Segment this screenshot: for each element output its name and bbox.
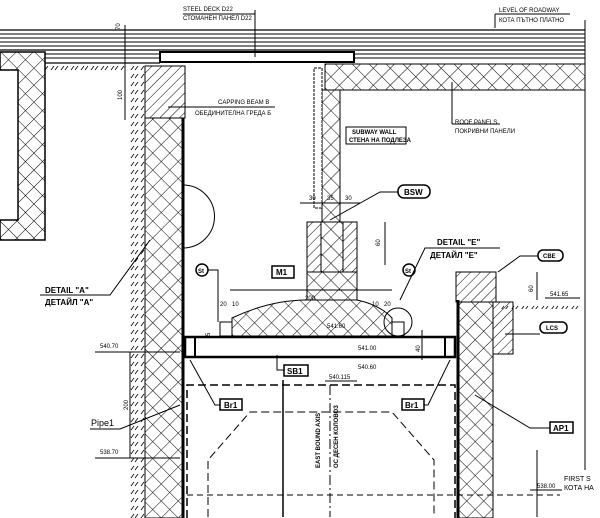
elev-541-00: 541.00 xyxy=(358,346,377,352)
left-structure xyxy=(0,51,46,241)
m1-tag-label: M1 xyxy=(276,268,288,277)
dim-10-right: 10 xyxy=(372,302,379,308)
roof-label-en: ROOF PANELS xyxy=(455,120,497,126)
subway-wall-tag xyxy=(345,126,407,145)
train-gauge xyxy=(207,411,435,517)
dim-20-left: 20 xyxy=(220,302,227,308)
subway-label-bg: СТЕНА НА ПОДЛЕЗА xyxy=(349,138,412,144)
roadway-label-en: LEVEL OF ROADWAY xyxy=(499,8,559,14)
elev-541-60: 541.60 xyxy=(327,324,346,330)
sb1-tag-label: SB1 xyxy=(287,367,303,376)
detail-a-label-en: DETAIL "A" xyxy=(45,286,89,295)
elev-540-70: 540.70 xyxy=(100,344,119,350)
detail-e-label-bg: ДЕТАЙЛ "Е" xyxy=(430,251,478,260)
first-stage-bg: КОТА НА xyxy=(564,485,594,492)
dim-30a: 30 xyxy=(309,196,316,202)
cbe-tag xyxy=(537,249,564,262)
m1-tag xyxy=(271,265,295,279)
axis-label-bg: ОС ДЕСЕН КОЛОВОЗ xyxy=(334,405,340,468)
dim-40: 40 xyxy=(416,345,422,352)
ap1-tag xyxy=(549,421,574,434)
pipe1-label: Pipe1 xyxy=(91,418,114,428)
dim-5: 5 xyxy=(206,332,212,336)
steel-deck-label-bg: СТОМАНЕН ПАНЕЛ D22 xyxy=(183,16,252,22)
dim-200-pipe: 200 xyxy=(124,399,130,410)
elev-538-00: 538.00 xyxy=(537,484,556,490)
dim-60: 60 xyxy=(376,239,382,246)
st-right-tag: St xyxy=(405,269,411,275)
lcs-tag xyxy=(539,321,568,334)
capping-label-bg: ОБЕДИНИТЕЛНА ГРЕДА Б xyxy=(195,111,271,117)
cbe-block xyxy=(455,271,497,303)
detail-e-label-en: DETAIL "E" xyxy=(437,238,481,247)
capping-label-en: CAPPING BEAM B xyxy=(218,100,269,106)
br1-left-label: Br1 xyxy=(224,401,238,410)
br1-left-tag xyxy=(219,398,243,411)
capping-beam xyxy=(144,65,186,119)
detail-a-circle xyxy=(182,184,215,249)
dim-70: 70 xyxy=(116,23,122,30)
detail-a-label-bg: ДЕТАЙЛ "А" xyxy=(45,298,93,307)
roof-label-bg: ПОКРИВНИ ПАНЕЛИ xyxy=(455,129,515,135)
base-slab xyxy=(231,299,393,337)
br1-right-label: Br1 xyxy=(405,401,419,410)
elev-540-115: 540.115 xyxy=(329,375,351,381)
steel-deck-label-en: STEEL DECK D22 xyxy=(183,7,233,13)
bsw-tag xyxy=(397,184,431,199)
st-left-tag: St xyxy=(198,269,204,275)
sb1-beam xyxy=(183,335,457,359)
lcs-tag-label: LCS xyxy=(546,326,558,332)
dim-200: 200 xyxy=(305,296,316,302)
roadway-label-bg: КОТА ПЪТНО ПЛАТНО xyxy=(499,18,564,24)
cbe-tag-label: CBE xyxy=(543,254,556,260)
sb1-tag xyxy=(283,364,309,377)
tunnel-outline xyxy=(186,384,456,518)
br1-right-tag xyxy=(401,398,425,411)
subway-label-en: SUBWAY WALL xyxy=(352,130,397,136)
dim-100: 100 xyxy=(118,89,124,100)
roof-panels xyxy=(324,63,586,91)
elev-538-70: 538.70 xyxy=(100,450,119,456)
elev-541-65: 541.65 xyxy=(550,292,569,298)
first-stage-en: FIRST S xyxy=(564,476,591,483)
roadway-layers xyxy=(0,20,586,470)
right-wall xyxy=(457,301,494,518)
dim-30b: 30 xyxy=(345,196,352,202)
dim-20-right: 20 xyxy=(384,302,391,308)
bsw-tag-label: BSW xyxy=(404,188,423,197)
axis-label-en: EAST BOUND AXIS xyxy=(316,413,322,468)
steel-deck xyxy=(159,51,355,63)
ap1-tag-label: AP1 xyxy=(553,424,569,433)
dim-35: 35 xyxy=(327,196,334,202)
dim-10-left: 10 xyxy=(232,302,239,308)
dim-60-right: 60 xyxy=(529,285,535,292)
elev-540-60: 540.60 xyxy=(358,365,377,371)
